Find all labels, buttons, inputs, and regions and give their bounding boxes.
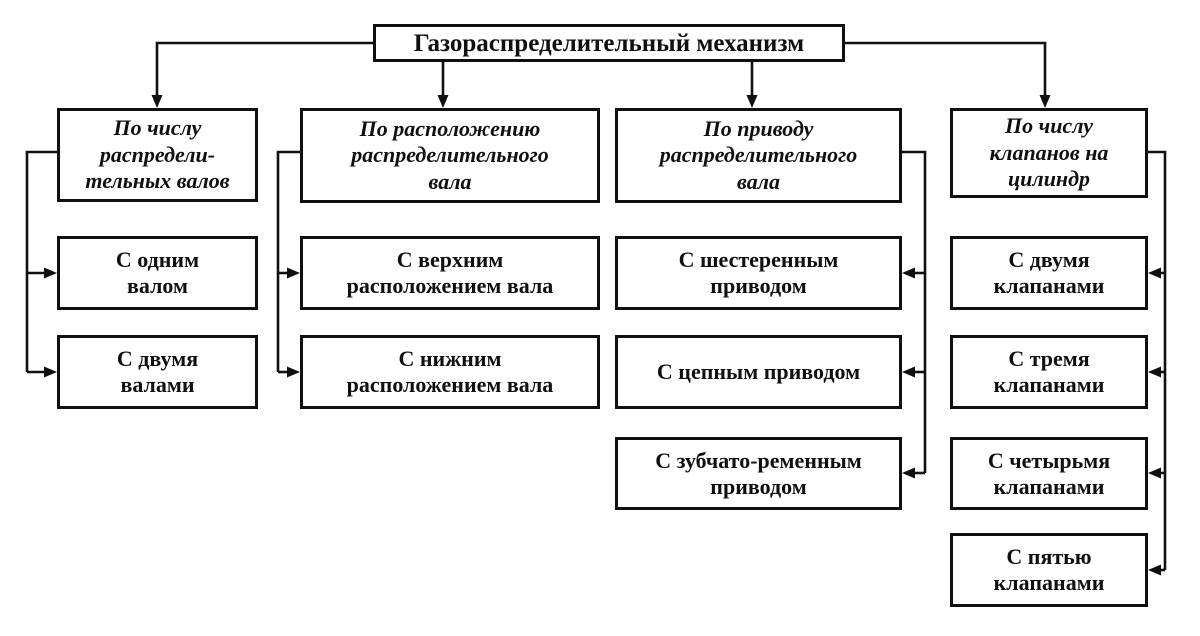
node-leaf-4-3: С четырьмя клапанами <box>950 437 1148 510</box>
arrowhead-left-col4-child3 <box>1148 467 1161 479</box>
arrowhead-left-col3-child2 <box>902 366 915 378</box>
node-category-3: По приводу распределительного вала <box>615 108 902 203</box>
arrowhead-left-col4-child2 <box>1148 366 1161 378</box>
arrowhead-left-col3-child3 <box>902 467 915 479</box>
connector-root-to-cat4 <box>845 41 1047 96</box>
arrowhead-right-col2-child2 <box>287 366 300 378</box>
connector-bus-col4 <box>1148 150 1167 570</box>
connector-bus-col2 <box>276 150 300 372</box>
arrowhead-down-cat4 <box>1039 95 1051 108</box>
arrowhead-down-cat2 <box>437 95 449 108</box>
arrowhead-left-col4-child4 <box>1148 564 1161 576</box>
node-leaf-4-2: С тремя клапанами <box>950 335 1148 409</box>
node-category-1: По числу распредели- тельных валов <box>57 108 258 202</box>
arrowhead-right-col1-child1 <box>44 267 57 279</box>
arrowhead-left-col3-child1 <box>902 267 915 279</box>
node-leaf-3-1: С шестеренным приводом <box>615 236 902 310</box>
node-category-4: По числу клапанов на цилиндр <box>950 108 1148 198</box>
node-leaf-2-2: С нижним расположением вала <box>300 335 600 409</box>
arrowhead-down-cat3 <box>746 95 758 108</box>
arrowhead-down-cat1 <box>151 95 163 108</box>
node-root: Газораспределительный механизм <box>373 24 845 62</box>
arrowhead-right-col2-child1 <box>287 267 300 279</box>
arrowhead-right-col1-child2 <box>44 366 57 378</box>
connector-root-to-cat1 <box>155 41 373 96</box>
node-leaf-3-3: С зубчато-ременным приводом <box>615 437 902 510</box>
connector-bus-col1 <box>25 150 57 372</box>
node-leaf-2-1: С верхним расположением вала <box>300 236 600 310</box>
node-leaf-1-2: С двумя валами <box>57 335 258 409</box>
node-leaf-3-2: С цепным приводом <box>615 335 902 409</box>
node-leaf-4-4: С пятью клапанами <box>950 533 1148 607</box>
node-leaf-4-1: С двумя клапанами <box>950 236 1148 310</box>
connector-bus-col3 <box>902 150 927 473</box>
arrowhead-left-col4-child1 <box>1148 267 1161 279</box>
node-leaf-1-1: С одним валом <box>57 236 258 310</box>
node-category-2: По расположению распределительного вала <box>300 108 600 203</box>
